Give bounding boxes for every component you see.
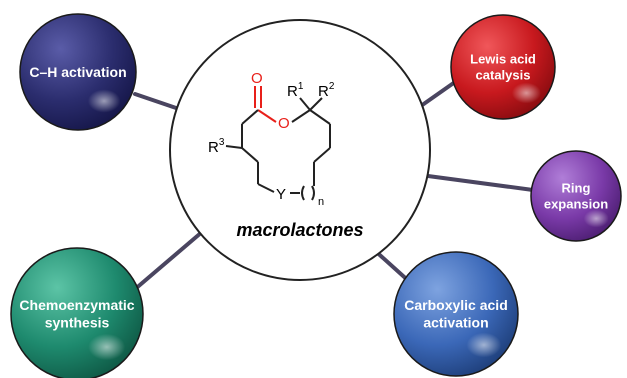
center-label: macrolactones <box>236 220 363 240</box>
n-subscript: n <box>318 196 324 208</box>
connector-lewis-acid <box>416 80 457 110</box>
center-circle <box>169 19 431 281</box>
connector-ring-expansion <box>426 174 535 192</box>
r3-label: R3 <box>208 137 225 156</box>
chemoenzymatic-gloss <box>88 333 126 361</box>
macrolactone-structure <box>225 86 331 201</box>
ring-oxygen: O <box>278 115 290 132</box>
node-lewis-acid: Lewis acid catalysis <box>450 14 556 120</box>
lewis-acid-label-line-2: catalysis <box>476 68 531 83</box>
structure-atom-labels: O O R1 R2 R3 Y n <box>208 70 335 208</box>
ring-expansion-label-line-1: Ring <box>562 180 591 195</box>
ch-activation-gloss <box>87 89 121 113</box>
carboxylic-acid-gloss <box>466 332 502 358</box>
ring-expansion-gloss <box>583 209 609 228</box>
carboxylic-acid-label-line-1: Carboxylic acid <box>404 297 508 313</box>
connector-chemoenzymatic <box>132 230 204 292</box>
y-label: Y <box>276 186 286 203</box>
node-carboxylic-acid: Carboxylic acid activation <box>393 251 519 377</box>
connector-ch-activation <box>133 92 184 112</box>
ch-activation-label-line-1: C–H activation <box>29 64 126 80</box>
node-ch-activation: C–H activation <box>19 13 137 131</box>
r2-label: R2 <box>318 81 335 100</box>
chemoenzymatic-label-line-2: synthesis <box>45 315 110 331</box>
carbonyl-oxygen: O <box>251 70 263 87</box>
chemoenzymatic-label-line-1: Chemoenzymatic <box>19 297 134 313</box>
node-chemoenzymatic: Chemoenzymatic synthesis <box>10 247 144 378</box>
r1-label: R1 <box>287 81 304 100</box>
carboxylic-acid-label-line-2: activation <box>423 315 488 331</box>
lewis-acid-label-line-1: Lewis acid <box>470 51 536 66</box>
ring-expansion-label-line-2: expansion <box>544 197 608 212</box>
node-ring-expansion: Ring expansion <box>530 150 622 242</box>
lewis-acid-gloss <box>511 82 541 104</box>
